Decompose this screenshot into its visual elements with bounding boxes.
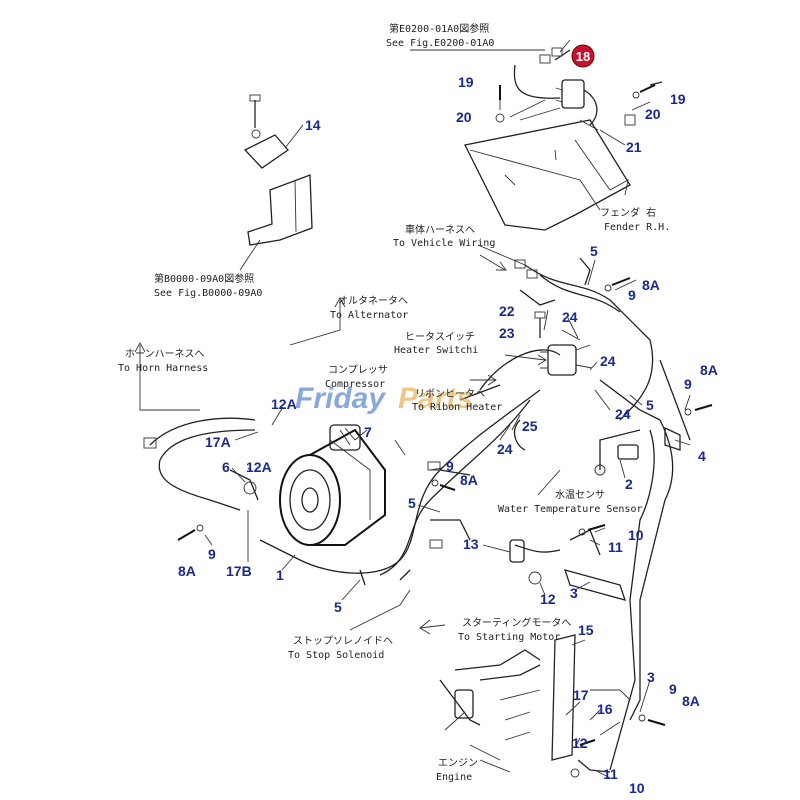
callout-22[interactable]: 22	[499, 303, 515, 319]
callout-17A[interactable]: 17A	[205, 434, 231, 450]
callout-18-badge[interactable]: 18	[571, 44, 595, 68]
callout-11[interactable]: 11	[603, 766, 618, 782]
note-alternator-jp: オルタネータへ	[338, 295, 408, 307]
callout-6[interactable]: 6	[222, 459, 230, 475]
callout-19[interactable]: 19	[670, 91, 686, 107]
callout-13[interactable]: 13	[463, 536, 479, 552]
note-water-jp: 水温センサ	[555, 489, 605, 501]
note-compressor-jp: コンプレッサ	[328, 364, 388, 376]
callout-5[interactable]: 5	[590, 243, 598, 259]
callout-25[interactable]: 25	[522, 418, 538, 434]
callout-numbers: 19 20 19 20 21 14 5 8A 9 22 23 24 24 24 …	[178, 74, 718, 796]
callout-24[interactable]: 24	[562, 309, 578, 325]
callout-12[interactable]: 12	[540, 591, 556, 607]
watermark-part2: Parts	[398, 382, 473, 415]
callout-4[interactable]: 4	[698, 448, 706, 464]
note-alternator-en: To Alternator	[330, 310, 408, 321]
callout-12A[interactable]: 12A	[246, 459, 272, 475]
note-heater-jp: ヒータスイッチ	[405, 331, 475, 343]
note-heater-en: Heater Switchi	[394, 345, 478, 356]
callout-7[interactable]: 7	[364, 424, 372, 440]
callout-10[interactable]: 10	[628, 527, 644, 543]
watermark-logo: Friday Parts	[295, 382, 473, 415]
note-fig-b0000-jp: 第B0000-09A0図参照	[154, 272, 254, 285]
engine-area	[439, 634, 631, 778]
callout-9[interactable]: 9	[208, 546, 216, 562]
callout-3[interactable]: 3	[647, 669, 655, 685]
callout-17[interactable]: 17	[573, 687, 589, 703]
callout-15[interactable]: 15	[578, 622, 594, 638]
compressor	[279, 424, 386, 546]
callout-9[interactable]: 9	[628, 287, 636, 303]
callout-20[interactable]: 20	[456, 109, 472, 125]
watermark-part1: Friday	[295, 382, 386, 415]
bracket-assembly	[243, 94, 313, 246]
note-fig-e0200-en: See Fig.E0200-01A0	[386, 38, 494, 49]
note-starting-en: To Starting Motor	[458, 632, 560, 643]
note-water-en: Water Temperature Sensor	[498, 504, 643, 515]
note-ribon-en: To Ribon Heater	[412, 402, 502, 413]
note-horn-jp: ホーンハーネスへ	[125, 348, 205, 360]
callout-1[interactable]: 1	[276, 567, 284, 583]
callout-24[interactable]: 24	[615, 406, 631, 422]
callout-3[interactable]: 3	[570, 585, 578, 601]
callout-24[interactable]: 24	[600, 353, 616, 369]
note-engine-jp: エンジン	[438, 758, 478, 769]
callout-9[interactable]: 9	[669, 681, 677, 697]
bolts	[177, 84, 713, 746]
heater-switch	[534, 311, 593, 376]
callout-8A[interactable]: 8A	[178, 563, 196, 579]
note-fig-b0000-en: See Fig.B0000-09A0	[154, 288, 262, 299]
callout-23[interactable]: 23	[499, 325, 515, 341]
note-compressor-en: Compressor	[325, 379, 385, 390]
callout-2[interactable]: 2	[625, 476, 633, 492]
callout-20[interactable]: 20	[645, 106, 661, 122]
callout-19[interactable]: 19	[458, 74, 474, 90]
callout-8A[interactable]: 8A	[682, 693, 700, 709]
callout-9[interactable]: 9	[446, 458, 454, 474]
callout-8A[interactable]: 8A	[460, 472, 478, 488]
callout-17B[interactable]: 17B	[226, 563, 252, 579]
note-fender-jp: フェンダ 右	[600, 206, 656, 219]
callout-18: 18	[576, 49, 590, 64]
callout-21[interactable]: 21	[626, 139, 642, 155]
callout-10[interactable]: 10	[629, 780, 645, 796]
note-horn-en: To Horn Harness	[118, 363, 208, 374]
annotations: 第E0200-01A0図参照 See Fig.E0200-01A0 フェンダ 右…	[118, 22, 670, 783]
callout-9[interactable]: 9	[684, 376, 692, 392]
note-fender-en: Fender R.H.	[604, 222, 670, 233]
callout-8A[interactable]: 8A	[700, 362, 718, 378]
callout-12A[interactable]: 12A	[271, 396, 297, 412]
note-fig-e0200-jp: 第E0200-01A0図参照	[389, 22, 489, 35]
callout-24[interactable]: 24	[497, 441, 513, 457]
callout-5[interactable]: 5	[408, 495, 416, 511]
note-vehicle-en: To Vehicle Wiring	[393, 238, 495, 249]
callout-5[interactable]: 5	[646, 397, 654, 413]
note-engine-en: Engine	[436, 772, 472, 783]
note-starting-jp: スターティングモータへ	[462, 616, 571, 629]
callout-11[interactable]: 11	[608, 539, 623, 555]
callout-14[interactable]: 14	[305, 117, 321, 133]
main-harness	[149, 257, 691, 771]
callout-8A[interactable]: 8A	[642, 277, 660, 293]
callout-5[interactable]: 5	[334, 599, 342, 615]
callout-12[interactable]: 12	[572, 735, 588, 751]
callout-16[interactable]: 16	[597, 701, 613, 717]
leader-lines	[134, 39, 691, 779]
fender-assembly	[464, 47, 663, 231]
note-ribon-jp: リボンヒータへ	[415, 388, 485, 400]
note-vehicle-jp: 車体ハーネスへ	[405, 223, 475, 236]
note-stop-jp: ストップソレノイドへ	[293, 635, 393, 647]
note-stop-en: To Stop Solenoid	[288, 650, 384, 661]
callout-badge-circle	[571, 44, 595, 68]
